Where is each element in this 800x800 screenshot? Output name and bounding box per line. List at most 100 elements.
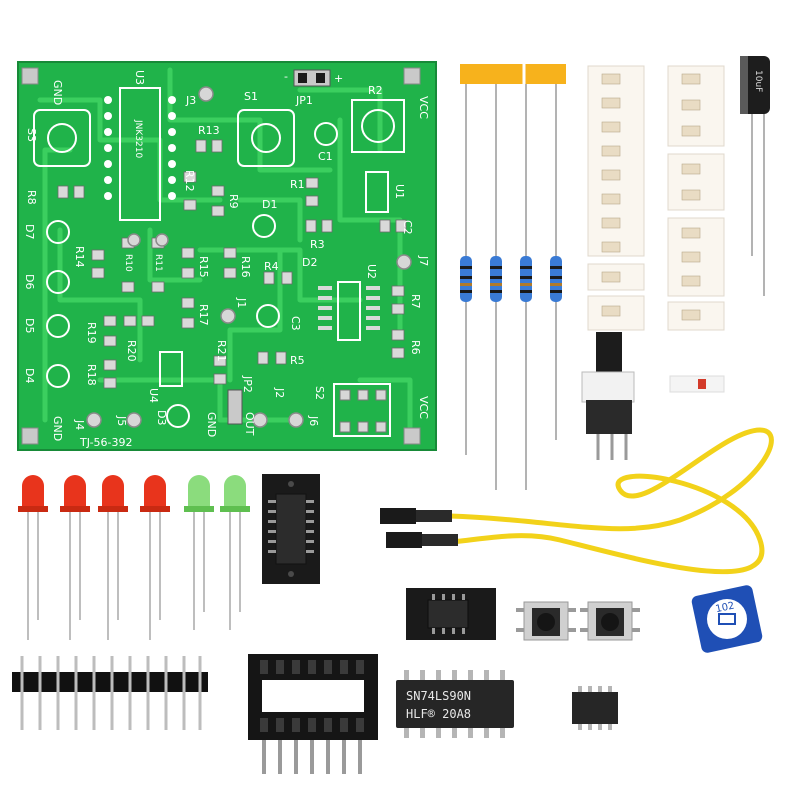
label-d1: D1 (262, 198, 277, 211)
label-r5: R5 (290, 354, 305, 367)
red-led (98, 475, 128, 640)
mounting-pad (403, 67, 421, 85)
counter-ic: SN74LS90N HLF® 20A8 (396, 670, 514, 738)
label-r6: R6 (409, 340, 422, 355)
label-r2: R2 (368, 84, 383, 97)
label-j1: J1 (235, 297, 248, 308)
label-s2: S2 (313, 386, 326, 400)
label-r19: R19 (85, 322, 98, 344)
label-u3: U3 (133, 70, 146, 85)
tactile-button (580, 601, 640, 641)
label-r4: R4 (264, 260, 279, 273)
jumper-wire (380, 427, 774, 575)
label-gnd-mid: GND (205, 412, 218, 437)
label-u1: U1 (393, 184, 406, 199)
c1-footprint (314, 122, 338, 146)
electrolytic-capacitor: 10uF (740, 56, 770, 296)
s1-switch-footprint (237, 109, 295, 167)
switch-base (586, 400, 632, 434)
s2-pads (339, 389, 387, 433)
green-led (184, 475, 214, 630)
counter-ic-label-line2: HLF® 20A8 (406, 707, 471, 721)
trimmer-label: 102 (715, 600, 736, 615)
label-u2: U2 (365, 264, 378, 279)
counter-ic-label-line1: SN74LS90N (406, 689, 471, 703)
red-led (18, 475, 48, 640)
mounting-pad (21, 67, 39, 85)
label-r11: R11 (153, 254, 163, 272)
label-d2: D2 (302, 256, 317, 269)
tactile-button (516, 601, 576, 641)
mounting-pad (21, 427, 39, 445)
label-s1: S1 (244, 90, 258, 103)
soic-chip (275, 493, 307, 565)
jp1-pin (298, 73, 307, 83)
s2-footprint (333, 383, 391, 437)
c3-footprint (256, 304, 280, 328)
label-r17: R17 (197, 304, 210, 326)
smd-parts (601, 73, 701, 321)
label-r7: R7 (409, 294, 422, 309)
jumper-connector (386, 532, 422, 548)
u2-pads (318, 286, 380, 330)
soic-chip-carrier (262, 474, 320, 584)
label-c1: C1 (318, 150, 333, 163)
small-smd-part (669, 375, 725, 393)
label-r10: R10 (123, 254, 133, 272)
label-j4: J4 (73, 419, 86, 430)
label-minus: - (284, 70, 288, 83)
label-plus: + (334, 72, 343, 85)
pcb-board: GND U3 JNK3210 J3 S1 - + JP1 R2 VCC S3 R… (17, 61, 437, 451)
label-j5: J5 (115, 415, 128, 426)
jp1-pin (316, 73, 325, 83)
label-u4: U4 (147, 388, 160, 403)
silkscreen-labels: GND U3 JNK3210 J3 S1 - + JP1 R2 VCC S3 R… (23, 70, 430, 449)
label-j6: J6 (307, 415, 320, 426)
trimmer-potentiometer: 102 (691, 585, 763, 653)
label-vcc-top: VCC (417, 96, 430, 119)
label-r12: R12 (183, 170, 196, 192)
label-r1: R1 (290, 178, 305, 191)
u2-footprint (337, 281, 361, 341)
label-r9: R9 (227, 194, 240, 209)
label-r3: R3 (310, 238, 325, 251)
label-board-code: TJ-56-392 (79, 436, 133, 449)
label-vcc-bottom: VCC (417, 396, 430, 419)
jp2-header-pads (227, 389, 243, 425)
copper-traces (37, 67, 413, 433)
through-hole-pads (86, 86, 412, 428)
s1-switch-circle (251, 123, 281, 153)
label-jp2: JP2 (241, 375, 254, 393)
label-jnk3210: JNK3210 (133, 119, 143, 158)
resistor-bodies (460, 256, 562, 302)
label-jp1: JP1 (295, 94, 313, 107)
label-out: OUT (243, 412, 256, 436)
label-r15: R15 (197, 256, 210, 278)
leds (18, 475, 250, 640)
label-j7: J7 (417, 255, 430, 266)
jumper-wire-strand (449, 427, 774, 575)
u3-footprint (119, 87, 161, 221)
r2-circle (361, 109, 395, 143)
pin-header-strip (12, 656, 208, 730)
label-r21: R21 (215, 340, 228, 362)
switch-body (581, 371, 635, 403)
red-led (140, 475, 170, 640)
label-gnd-bottom: GND (51, 416, 64, 441)
red-led (60, 475, 90, 640)
counter-ic-body (396, 680, 514, 728)
label-d5: D5 (23, 318, 36, 333)
label-j3: J3 (185, 94, 196, 107)
soic8-chip-carrier (406, 588, 496, 640)
label-j2: J2 (273, 387, 286, 398)
label-r8: R8 (25, 190, 38, 205)
label-c3: C3 (289, 316, 302, 331)
u3-pins (104, 96, 176, 200)
mounting-pad (403, 427, 421, 445)
smd-pads (57, 139, 407, 389)
label-r16: R16 (239, 256, 252, 278)
label-d3: D3 (155, 410, 168, 425)
taped-resistors (460, 64, 566, 490)
label-d4: D4 (23, 368, 36, 383)
s3-switch-circle (47, 123, 77, 153)
